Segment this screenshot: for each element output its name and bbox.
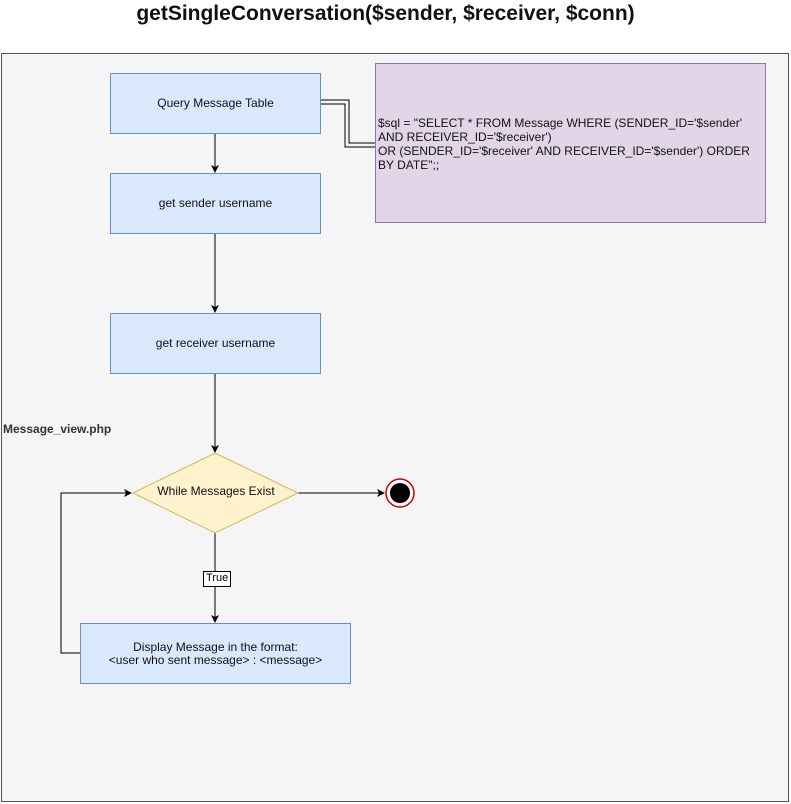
get-sender-username-node[interactable]: get sender username [110,173,321,234]
diagram-title: getSingleConversation($sender, $receiver… [136,2,635,25]
sql-note[interactable]: $sql = "SELECT * FROM Message WHERE (SEN… [375,63,766,223]
note-link-inner [320,103,375,148]
display-message-node[interactable]: Display Message in the format: <user who… [80,623,351,684]
sql-note-line1: $sql = "SELECT * FROM Message WHERE (SEN… [378,116,743,130]
query-node-label: Query Message Table [157,96,274,110]
edge-display-back-to-loop [60,489,132,654]
display-node-label-line1: Display Message in the format: [133,639,298,654]
page-label: Message_view.php [3,422,112,436]
receiver-node-label: get receiver username [155,336,276,350]
sql-note-line4: BY DATE";; [378,158,440,172]
sql-note-line3: OR (SENDER_ID='$receiver' AND RECEIVER_I… [378,144,750,158]
edge-label-true: True [203,571,232,587]
end-node-core [390,483,410,503]
loop-decision-label: While Messages Exist [157,484,275,498]
sql-note-line2: AND RECEIVER_ID='$receiver') [378,130,552,144]
display-node-label-line2: <user who sent message> : <message> [108,652,323,667]
sender-node-label: get sender username [158,196,273,210]
query-message-table-node[interactable]: Query Message Table [110,73,321,134]
loop-decision-shape [131,452,300,534]
note-link [320,99,375,144]
get-receiver-username-node[interactable]: get receiver username [110,313,321,374]
